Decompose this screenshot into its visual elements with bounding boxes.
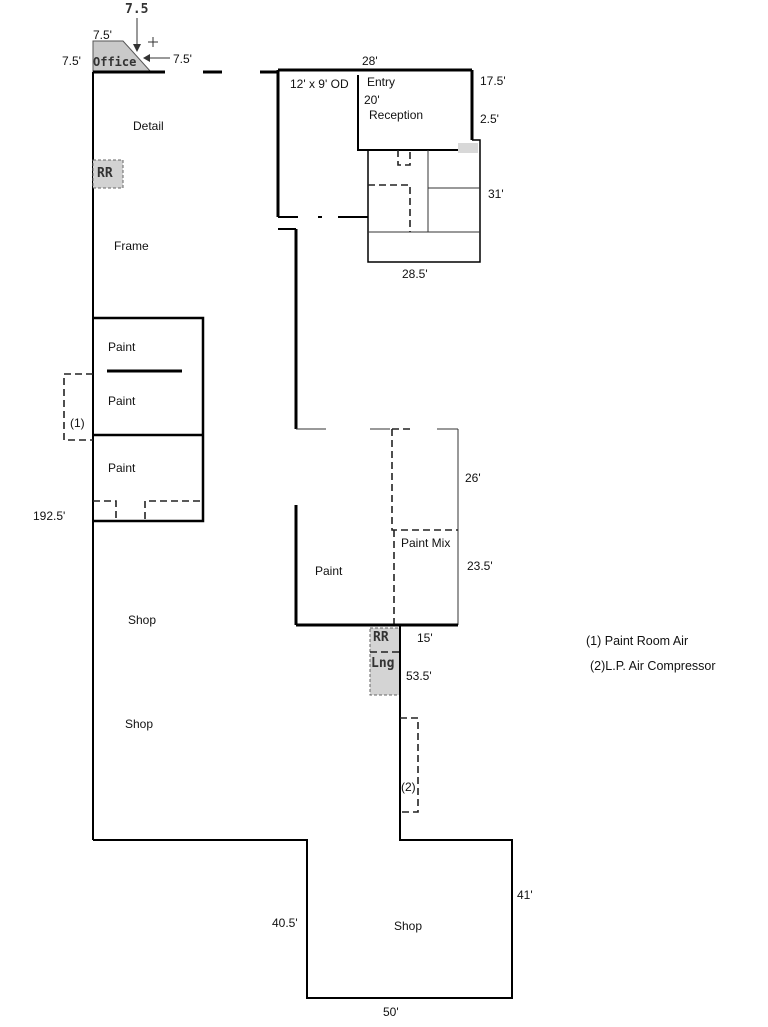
office-arrow-down-head [133, 44, 141, 52]
east-wing-fixture [458, 143, 478, 153]
room-office: Office [93, 55, 137, 69]
room-rr-mid: RR [373, 630, 389, 645]
east-wing-outline [367, 139, 481, 263]
legend-item-1: (1) Paint Room Air [586, 634, 689, 648]
room-paint-1: Paint [108, 340, 136, 354]
room-rr-top: RR [97, 166, 113, 181]
dim-mix-lower: 23.5' [467, 559, 493, 573]
dim-front-top: 28' [362, 54, 378, 68]
east-wing-dashed-closet [397, 150, 411, 166]
room-shop-1: Shop [128, 613, 157, 627]
paint-mix-dashed-outline [391, 429, 458, 531]
paint-booth-dashed-right [144, 500, 203, 519]
dim-front-right: 17.5' [480, 74, 506, 88]
dim-corridor: 53.5' [406, 669, 432, 683]
dim-office-left: 7.5' [62, 54, 81, 68]
paint-room-air-box [63, 373, 93, 441]
paint-booth-outline [93, 316, 205, 523]
rr-lng-shading [369, 627, 401, 696]
dim-entry-depth: 20' [364, 93, 380, 107]
dim-east-wing: 31' [488, 187, 504, 201]
room-paint-3: Paint [108, 461, 136, 475]
dim-left-wall: 192.5' [33, 509, 66, 523]
air-compressor-box [400, 717, 419, 813]
room-lng: Lng [371, 656, 395, 671]
room-reception: Reception [369, 108, 424, 122]
room-detail: Detail [133, 119, 164, 133]
room-paint-2: Paint [108, 394, 136, 408]
dim-jog: 2.5' [480, 112, 499, 126]
dim-corridor-top: 15' [417, 631, 433, 645]
dim-office-top: 7.5 [125, 2, 149, 17]
dim-mix-upper: 26' [465, 471, 481, 485]
dim-office-right: 7.5' [173, 52, 192, 66]
dim-bottom-left: 40.5' [272, 916, 298, 930]
room-paint-center: Paint [315, 564, 343, 578]
office-arrow-left-head [143, 54, 150, 62]
room-overhead-door: 12' x 9' OD [290, 77, 349, 91]
marker-1: (1) [70, 416, 85, 430]
east-wing-dashed-room [368, 184, 411, 232]
room-frame: Frame [114, 239, 149, 253]
room-shop-2: Shop [125, 717, 154, 731]
dim-bottom-right: 41' [517, 888, 533, 902]
dim-east-wing-bottom: 28.5' [402, 267, 428, 281]
reception-wall [357, 75, 472, 151]
room-paint-mix: Paint Mix [401, 536, 451, 550]
marker-2: (2) [401, 780, 416, 794]
paint-booth-dashed-left [93, 500, 117, 519]
dim-office-upper-left: 7.5' [93, 28, 112, 42]
dim-bottom: 50' [383, 1005, 399, 1019]
room-entry: Entry [367, 75, 396, 89]
rr-top-shading [92, 159, 124, 189]
legend-item-2: (2)L.P. Air Compressor [590, 659, 716, 673]
bottom-exterior-wall [93, 700, 513, 999]
room-shop-bottom: Shop [394, 919, 423, 933]
